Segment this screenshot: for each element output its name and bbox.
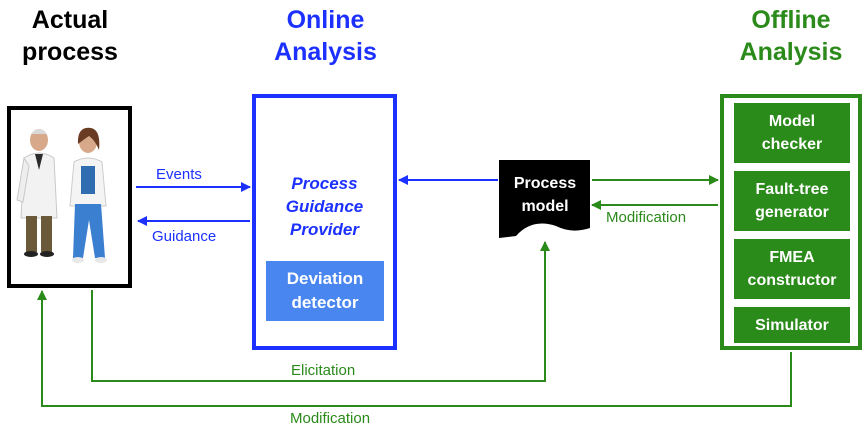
model-checker-box: Model checker (734, 103, 850, 163)
model-checker-line2: checker (761, 136, 823, 153)
offline-title-line1: Offline (751, 6, 831, 34)
actual-title-line1: Actual (31, 6, 109, 34)
detector-line2: detector (291, 293, 359, 312)
nurse-figure-icon (69, 127, 107, 263)
actual-process-title: Actual process (10, 4, 130, 68)
fmea-constructor-box: FMEA constructor (734, 239, 850, 299)
pgp-line2: Guidance (285, 197, 364, 216)
simulator-label: Simulator (755, 316, 829, 334)
actual-title-line2: process (22, 38, 118, 66)
process-model-line2: model (521, 198, 569, 215)
model-checker-line1: Model (768, 113, 816, 130)
offline-analysis-title: Offline Analysis (722, 4, 860, 68)
pgp-line1: Process (291, 174, 358, 193)
doctor-figure-icon (16, 129, 58, 257)
fault-tree-line1: Fault-tree (755, 181, 829, 198)
modification-top-label: Modification (606, 209, 687, 226)
pgp-line3: Provider (290, 220, 359, 239)
process-guidance-provider-label: Process Guidance Provider (256, 172, 393, 241)
process-model-document-icon (499, 160, 590, 238)
online-analysis-title: Online Analysis (258, 4, 393, 68)
process-model-label: Process model (503, 172, 587, 218)
modification-to-actual-arrow (37, 290, 792, 407)
guidance-label: Guidance (152, 228, 217, 245)
doctor-and-nurse-illustration (16, 127, 107, 263)
fault-tree-line2: generator (755, 204, 829, 221)
online-title-line2: Analysis (274, 38, 377, 66)
online-title-line1: Online (286, 6, 365, 34)
offline-title-line2: Analysis (739, 38, 843, 66)
fault-tree-generator-box: Fault-tree generator (734, 171, 850, 231)
elicitation-label: Elicitation (291, 362, 356, 379)
simulator-box: Simulator (734, 307, 850, 343)
deviation-detector-box: Deviation detector (266, 261, 384, 321)
elicitation-arrow (91, 241, 550, 382)
fmea-line1: FMEA (769, 249, 815, 266)
events-label: Events (156, 166, 202, 183)
fmea-line2: constructor (747, 272, 837, 289)
detector-line1: Deviation (286, 269, 364, 288)
process-model-line1: Process (513, 175, 577, 192)
actual-process-box (7, 106, 132, 288)
modification-bottom-label: Modification (290, 410, 371, 427)
